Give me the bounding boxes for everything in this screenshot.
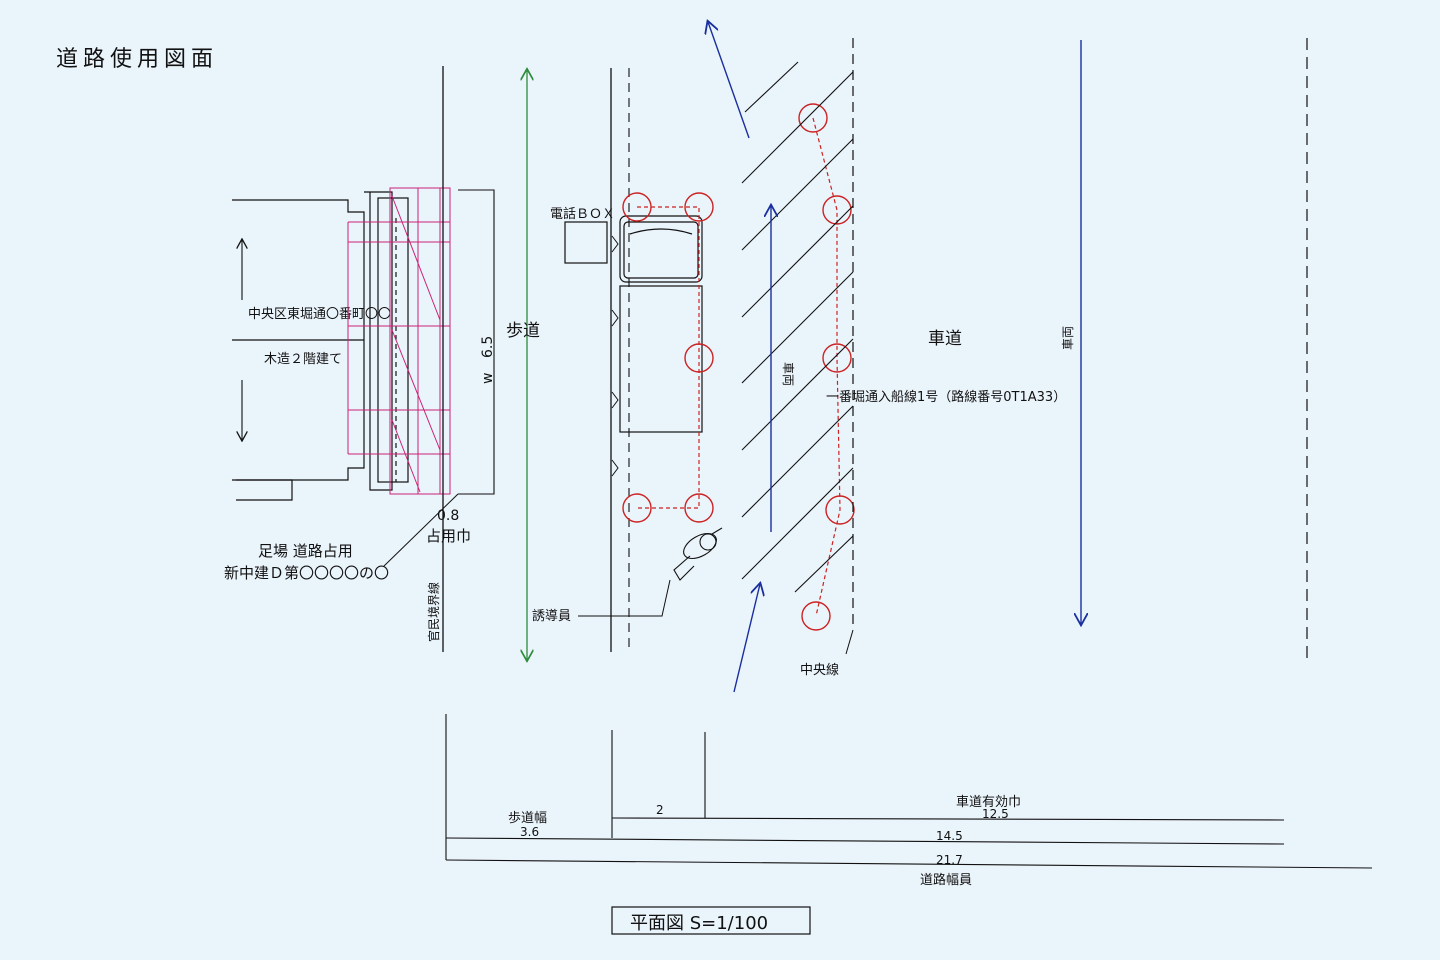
centerline-label: 中央線 [800,662,839,678]
occupancy-leader [383,493,459,567]
caption: 平面図 S=1/100 [630,913,768,934]
gap-value: 2 [656,803,664,817]
traffic-arrow-enter [733,584,760,693]
guide-person-icon [673,527,723,581]
width-value-label: 6.5 [480,336,496,358]
diagram-title: 道路使用図面 [56,47,218,72]
truck [619,215,703,433]
phone-box [564,221,608,264]
traffic-arrow-exit [708,22,750,139]
permit-label: 新中建Ｄ第〇〇〇〇の〇 [224,564,389,582]
caption-frame [611,906,811,935]
width-14-value: 14.5 [936,829,963,843]
cone-layout [637,117,841,617]
road-width-label: 道路幅員 [920,872,972,888]
closed-lane-hatching [741,61,854,593]
sidewalk-label: 歩道 [506,321,540,341]
scaffold-label: 足場 道路占用 [258,542,353,560]
building-type-label: 木造２階建て [264,352,342,367]
width-dimension [458,189,495,495]
guide-leader [578,579,671,617]
address-label: 中央区東堀通〇番町〇〇 [248,306,391,322]
boundary-label: 官民境界線 [426,582,441,642]
route-label: 一番堀通入船線1号（路線番号0T1A33） [826,389,1066,405]
phone-box-label: 電話ＢＯＸ [550,206,615,222]
dimension-lines [445,714,1373,869]
occupancy-label: 占用巾 [426,527,471,545]
vehicle-label: 車両 [1061,326,1075,350]
roadway-label: 車道 [928,329,962,349]
vehicle-mid-label: 車両 [781,362,795,386]
occupancy-value: 0.8 [437,508,459,524]
sidewalk-width-value: 3.6 [520,825,539,839]
width-w-label: w [480,373,496,384]
total-width-value: 21.7 [936,853,963,867]
centerline-leader [845,629,854,655]
sidewalk-width-label: 歩道幅 [508,811,547,826]
effective-width-value: 12.5 [982,807,1009,821]
traffic-cones [622,103,855,631]
guide-label: 誘導員 [532,609,571,624]
curb-marks [611,235,619,477]
building-outline [232,191,409,501]
effective-width-label: 車道有効巾 [956,795,1021,810]
scaffold-occupancy [347,187,451,495]
